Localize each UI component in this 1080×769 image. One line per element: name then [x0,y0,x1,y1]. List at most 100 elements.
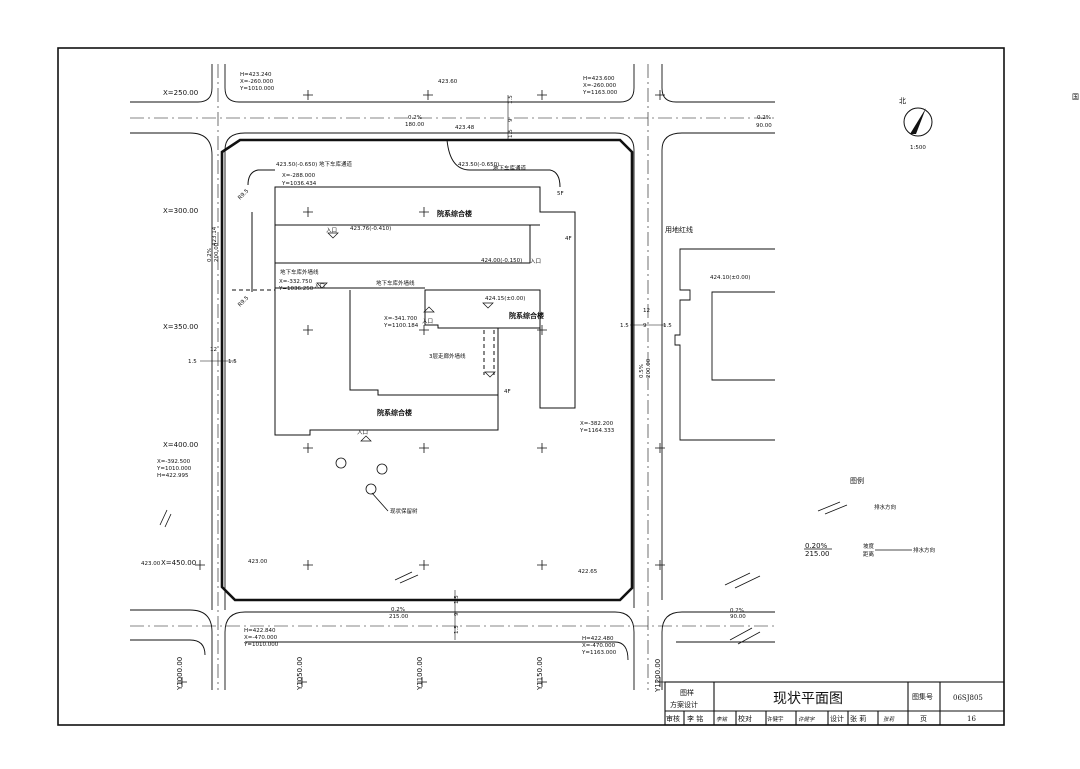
entry2-label: 入口 [530,258,541,265]
ramp1-y: Y=1036.434 [281,181,317,187]
road-south-len: 215.00 [389,614,409,620]
grid-x-450: X=450.00 [161,559,196,567]
survey-cross [423,90,433,100]
road-west-len: 200.00 [214,242,220,262]
redline-label: 用地红线 [665,225,693,234]
tb-check-sig: 许健宇 [798,716,816,723]
survey-cross [195,560,205,570]
tb-design-label: 设计 [830,714,844,723]
road-north-slope: 0.2% [408,115,422,121]
tb-check-label: 校对 [738,714,752,723]
basement-line-w: 地下车库外墙线 [280,268,319,276]
corner-ne-y: Y=1163.000 [582,90,618,96]
survey-cross [177,677,187,687]
legend-slope-val: 0.20% [805,542,828,550]
tb-atlas-label: 图集号 [912,692,933,701]
ramp2-label: 地下车库通道 [493,164,527,172]
north-label: 北 [899,97,906,105]
survey-cross [537,677,547,687]
survey-cross [303,207,313,217]
survey-cross [537,560,547,570]
entry-markers [316,232,496,442]
grid-x-250: X=250.00 [163,89,198,97]
center-x: X=-341.700 [384,316,418,322]
road-south-slope: 0.2% [391,607,405,613]
corner-ne-x: X=-260.000 [583,83,617,89]
tb-review-sig: 李铭 [716,716,729,723]
ramp1-elev: 423.50(-0.650) [276,162,317,168]
road-se-slope: 0.2% [730,608,744,614]
radius-2: R9.5 [237,295,250,308]
corner-nw-h: H=423.240 [240,72,272,78]
entry3-label: 入口 [422,318,433,325]
basement-y: Y=1036.250 [278,286,314,292]
survey-cross [303,325,313,335]
survey-cross [655,90,665,100]
entry1-elev: 423.76(-0.410) [350,226,391,232]
floors-4f-b: 4F [504,389,511,395]
radius-1: R9.5 [237,188,250,201]
tb-design-sig: 张莉 [883,716,896,723]
road-ne-slope: 0.2% [757,115,771,121]
existing-trees [335,457,389,512]
road-east-len: 200.00 [646,358,652,378]
basement-x: X=-332.750 [279,279,313,285]
road-ne-len: 90.00 [756,123,772,129]
dim-w-15a: 1.5 [188,359,197,365]
grid-y-1050: Y1050.00 [296,657,304,691]
survey-cross [537,90,547,100]
building-name-3: 院系综合楼 [377,408,412,417]
survey-cross [417,677,427,687]
survey-cross [303,443,313,453]
corner-ne-h: H=423.600 [583,76,615,82]
tree-note: 现状保留树 [390,507,418,515]
dim-e-9: 9 [643,323,647,329]
floors-5f: 5F [557,191,564,197]
corner-se-y: Y=1163.000 [581,650,617,656]
grid-x-400: X=400.00 [163,441,198,449]
grid-x-elev: 423.00 [141,561,161,567]
tb-design-name: 张 莉 [850,714,866,723]
dim-s-9: 9 [454,612,460,616]
corner-sw-x: X=-470.000 [244,635,278,641]
survey-cross [655,560,665,570]
entry5-label: 入口 [357,429,368,436]
building-name-2: 院系综合楼 [509,311,544,320]
elev-sw-inner: 423.00 [248,559,268,565]
elev-west-side: 423.14 [212,226,218,246]
roads [130,64,775,690]
tb-type-2: 方案设计 [670,700,698,709]
corner-se-h: H=422.480 [582,636,614,642]
dim-n-15a: 1.5 [508,95,514,104]
sheet-border [57,47,1005,726]
corner-sw-h: H=422.840 [244,628,276,634]
legend-slope-label: 坡度 [863,542,875,550]
floor3-line: 3层走廊外墙线 [429,352,466,360]
ramp2-elev: 423.50(-0.650) [458,162,499,168]
survey-cross [655,443,665,453]
building-footprints [232,139,576,436]
survey-cross [419,443,429,453]
grid-x-350: X=350.00 [163,323,198,331]
grid-y-1100: Y1100.00 [416,657,424,691]
entry1-label: 入口 [326,227,337,234]
corner-w-y: Y=1010.000 [156,466,192,472]
se-y: Y=1164.333 [579,428,615,434]
road-north-len: 180.00 [405,122,425,128]
entry2-elev: 424.00(-0.150) [481,258,522,264]
dim-e-12: 12 [643,308,650,314]
tb-review-name: 李 铭 [687,714,703,723]
grid-y-1200: Y1200.00 [654,659,662,693]
survey-crosses [177,90,665,687]
se-x: X=-382.200 [580,421,614,427]
survey-cross [303,560,313,570]
grid-y-1000: Y1000.00 [176,657,184,691]
scale-label: 1:500 [910,145,926,151]
tb-type-1: 图样 [680,688,694,697]
elev-top-inner: 423.48 [455,125,475,131]
building-name-1: 院系综合楼 [437,209,472,218]
corner-se-x: X=-470.000 [582,643,616,649]
grid-x-300: X=300.00 [163,207,198,215]
survey-cross [297,677,307,687]
legend-title: 图例 [850,476,864,485]
